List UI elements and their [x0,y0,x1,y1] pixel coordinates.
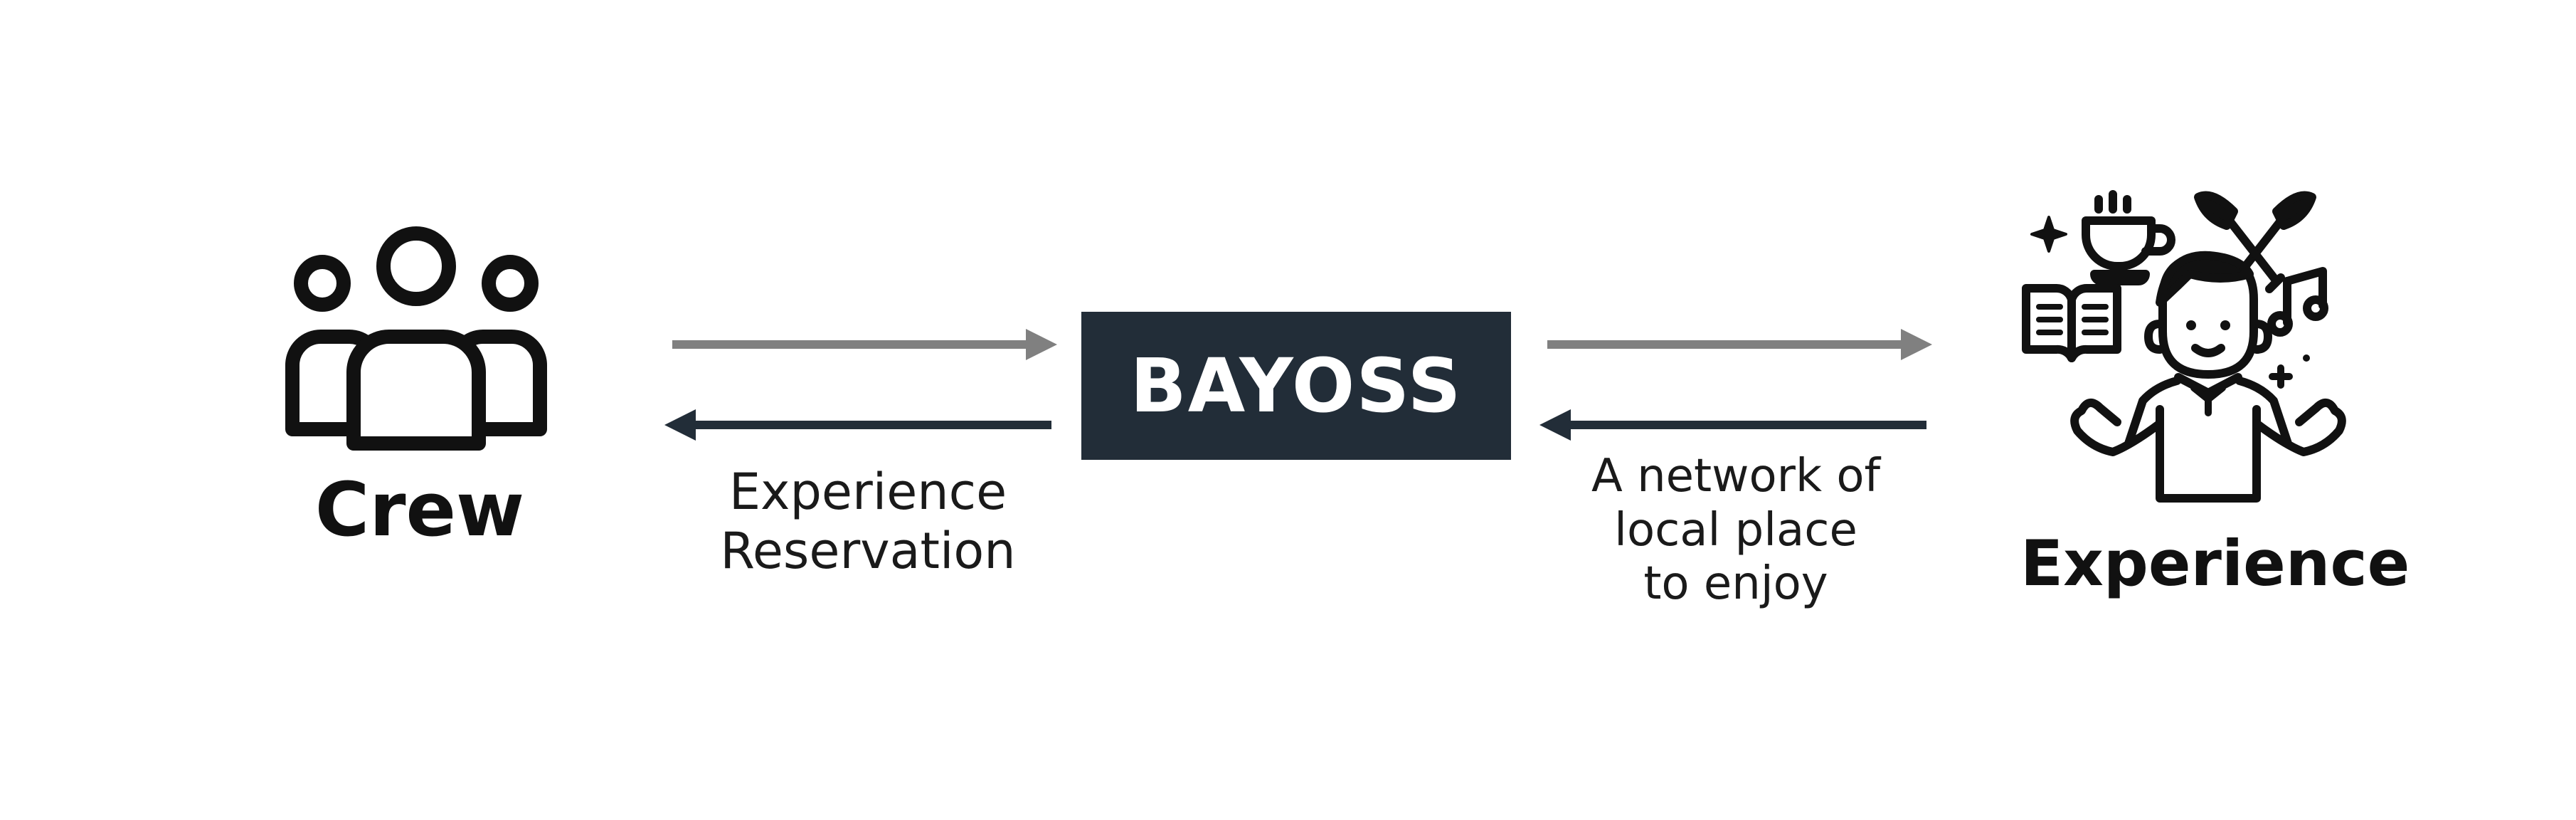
person-body-icon [2070,373,2346,503]
arrow-bayoss-to-crew [664,409,1051,441]
right-caption-line-2: local place [1614,503,1857,557]
bayoss-label: BAYOSS [1130,342,1463,429]
experience-label: Experience [2020,527,2410,600]
left-edge-caption: Experience Reservation [683,463,1053,580]
left-caption-line-2: Reservation [720,521,1016,580]
arrow-experience-to-bayoss [1539,409,1926,441]
arrow-crew-to-bayoss [672,329,1057,360]
right-caption-line-3: to enjoy [1643,557,1828,611]
left-caption-line-1: Experience [728,463,1007,521]
open-book-icon [2022,284,2121,362]
sparkle-icon [2030,216,2067,253]
crossed-utensils-icon [2194,191,2316,293]
person-head-icon [2144,251,2272,379]
plus-icon [2269,364,2293,389]
right-caption-line-1: A network of [1591,450,1881,503]
arrow-bayoss-to-experience [1547,329,1932,360]
right-edge-caption: A network of local place to enjoy [1551,450,1921,611]
coffee-cup-icon [2082,190,2175,285]
crew-label: Crew [314,466,525,553]
group-icon [285,226,547,451]
bayoss-box: BAYOSS [1081,312,1511,460]
person-with-activities-icon [2022,190,2346,503]
music-note-icon [2267,267,2328,337]
